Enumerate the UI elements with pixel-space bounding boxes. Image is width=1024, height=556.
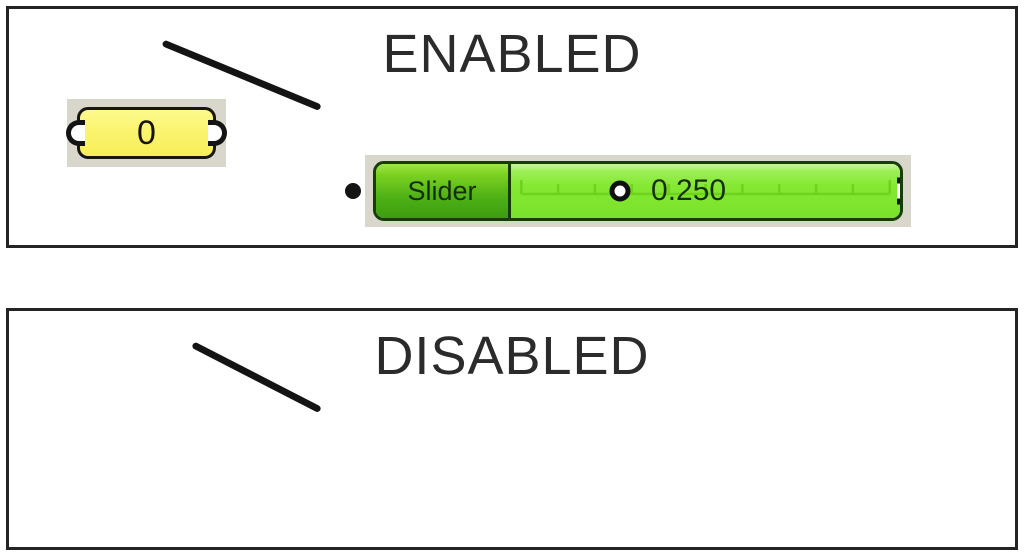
grasshopper-canvas-disabled[interactable]: 1 Slider <box>9 311 1015 547</box>
slider-output-nub-icon[interactable] <box>897 177 900 205</box>
panel-title-enabled: ENABLED <box>382 24 642 84</box>
wire-connection-disabled <box>192 342 321 412</box>
slider-state-dot-icon-enabled[interactable] <box>345 183 361 199</box>
boolean-toggle-body[interactable]: 0 <box>66 107 227 159</box>
number-slider-body[interactable]: Slider <box>373 161 903 221</box>
boolean-toggle-value: 0 <box>137 114 156 152</box>
number-slider-node-enabled[interactable]: Slider <box>345 155 911 227</box>
slider-track-area[interactable]: 0.250 <box>511 164 900 218</box>
panel-enabled: ENABLED 0 Slider <box>6 6 1018 248</box>
slider-tick-marks-icon <box>519 180 892 196</box>
panel-disabled: DISABLED 1 Slider <box>6 308 1018 550</box>
boolean-toggle-node-enabled[interactable]: 0 <box>66 99 227 167</box>
panel-title-disabled: DISABLED <box>374 326 650 386</box>
grasshopper-canvas-enabled[interactable]: 0 Slider <box>9 9 1015 245</box>
slider-value-text: 0.250 <box>651 174 727 207</box>
slider-name-label: Slider <box>407 175 477 206</box>
toggle-output-nub-icon[interactable] <box>208 120 227 146</box>
slider-name-panel[interactable]: Slider <box>376 164 511 218</box>
toggle-input-nub-icon[interactable] <box>66 120 85 146</box>
slider-grip-handle[interactable] <box>609 180 631 202</box>
